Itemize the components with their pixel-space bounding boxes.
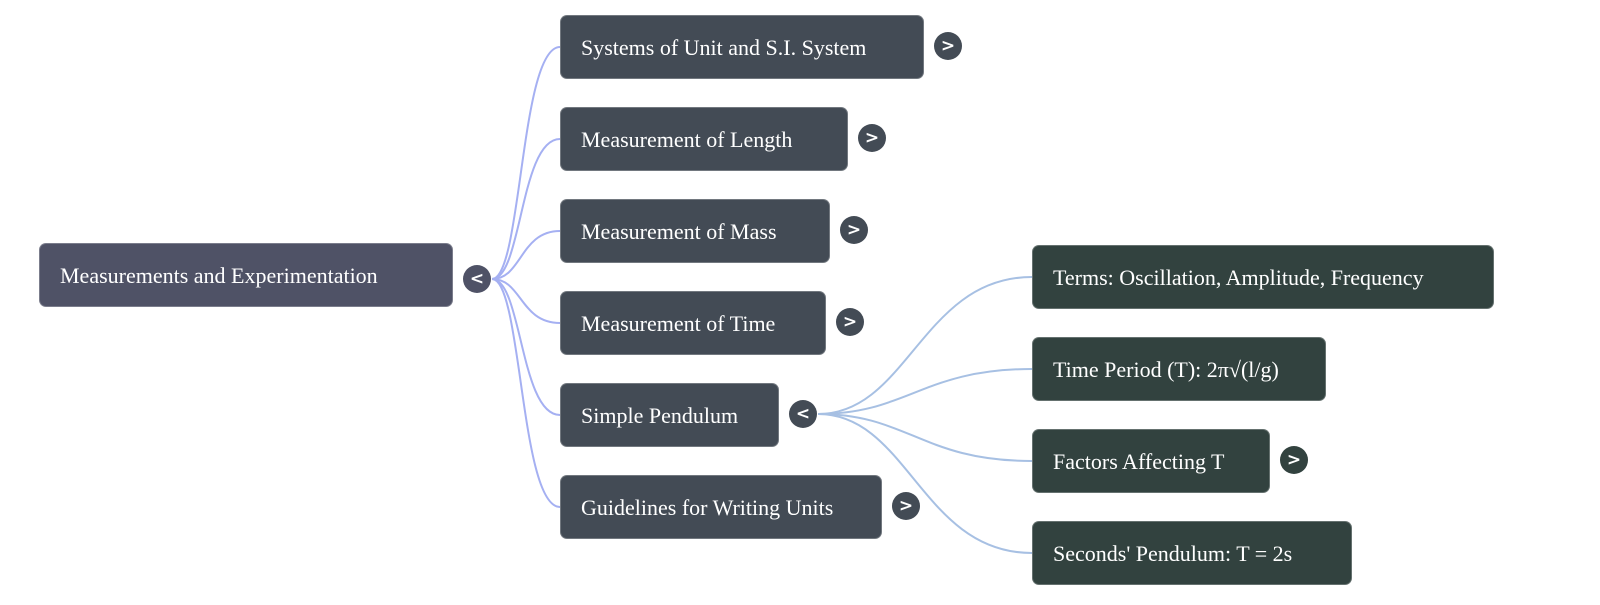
link-root-to-measurement-of-length bbox=[491, 138, 561, 280]
node-label: Measurement of Mass bbox=[581, 219, 777, 244]
node-systems-of-unit[interactable]: Systems of Unit and S.I. System bbox=[560, 15, 924, 79]
expand-chevron-right-icon[interactable]: > bbox=[840, 216, 868, 244]
link-root-to-measurement-of-time bbox=[491, 278, 561, 324]
link-pendulum-to-terms bbox=[817, 276, 1033, 415]
node-measurement-of-time[interactable]: Measurement of Time bbox=[560, 291, 826, 355]
expand-chevron-right-icon[interactable]: > bbox=[892, 492, 920, 520]
expand-chevron-right-icon[interactable]: > bbox=[934, 32, 962, 60]
link-root-to-measurement-of-mass bbox=[491, 230, 561, 280]
node-label: Simple Pendulum bbox=[581, 403, 739, 428]
node-simple-pendulum[interactable]: Simple Pendulum bbox=[560, 383, 779, 447]
node-label: Measurement of Time bbox=[581, 311, 776, 336]
node-guidelines-for-writing-units[interactable]: Guidelines for Writing Units bbox=[560, 475, 882, 539]
expand-chevron-right-icon[interactable]: > bbox=[1280, 446, 1308, 474]
node-measurement-of-mass[interactable]: Measurement of Mass bbox=[560, 199, 830, 263]
node-seconds-pendulum[interactable]: Seconds' Pendulum: T = 2s bbox=[1032, 521, 1352, 585]
link-root-to-simple-pendulum bbox=[491, 278, 561, 416]
node-label: Factors Affecting T bbox=[1053, 449, 1225, 474]
expand-chevron-right-icon[interactable]: > bbox=[858, 124, 886, 152]
link-root-to-guidelines-for-writing-units bbox=[491, 278, 561, 508]
link-pendulum-to-seconds-pendulum bbox=[817, 413, 1033, 554]
node-label: Measurement of Length bbox=[581, 127, 793, 152]
link-pendulum-to-factors bbox=[817, 413, 1033, 462]
link-pendulum-to-time-period bbox=[817, 368, 1033, 415]
link-root-to-systems-of-unit bbox=[491, 46, 561, 280]
root-node[interactable]: Measurements and Experimentation bbox=[39, 243, 453, 307]
collapse-chevron-left-icon[interactable]: < bbox=[463, 265, 491, 293]
node-label: Terms: Oscillation, Amplitude, Frequency bbox=[1053, 265, 1424, 290]
node-factors-affecting-t[interactable]: Factors Affecting T bbox=[1032, 429, 1270, 493]
node-measurement-of-length[interactable]: Measurement of Length bbox=[560, 107, 848, 171]
node-label: Systems of Unit and S.I. System bbox=[581, 35, 867, 60]
collapse-chevron-left-icon[interactable]: < bbox=[789, 400, 817, 428]
node-label: Seconds' Pendulum: T = 2s bbox=[1053, 541, 1293, 566]
expand-chevron-right-icon[interactable]: > bbox=[836, 308, 864, 336]
node-label: Time Period (T): 2π√(l/g) bbox=[1053, 357, 1279, 382]
node-time-period[interactable]: Time Period (T): 2π√(l/g) bbox=[1032, 337, 1326, 401]
node-terms[interactable]: Terms: Oscillation, Amplitude, Frequency bbox=[1032, 245, 1494, 309]
node-label: Guidelines for Writing Units bbox=[581, 495, 834, 520]
root-node-label: Measurements and Experimentation bbox=[60, 263, 378, 288]
